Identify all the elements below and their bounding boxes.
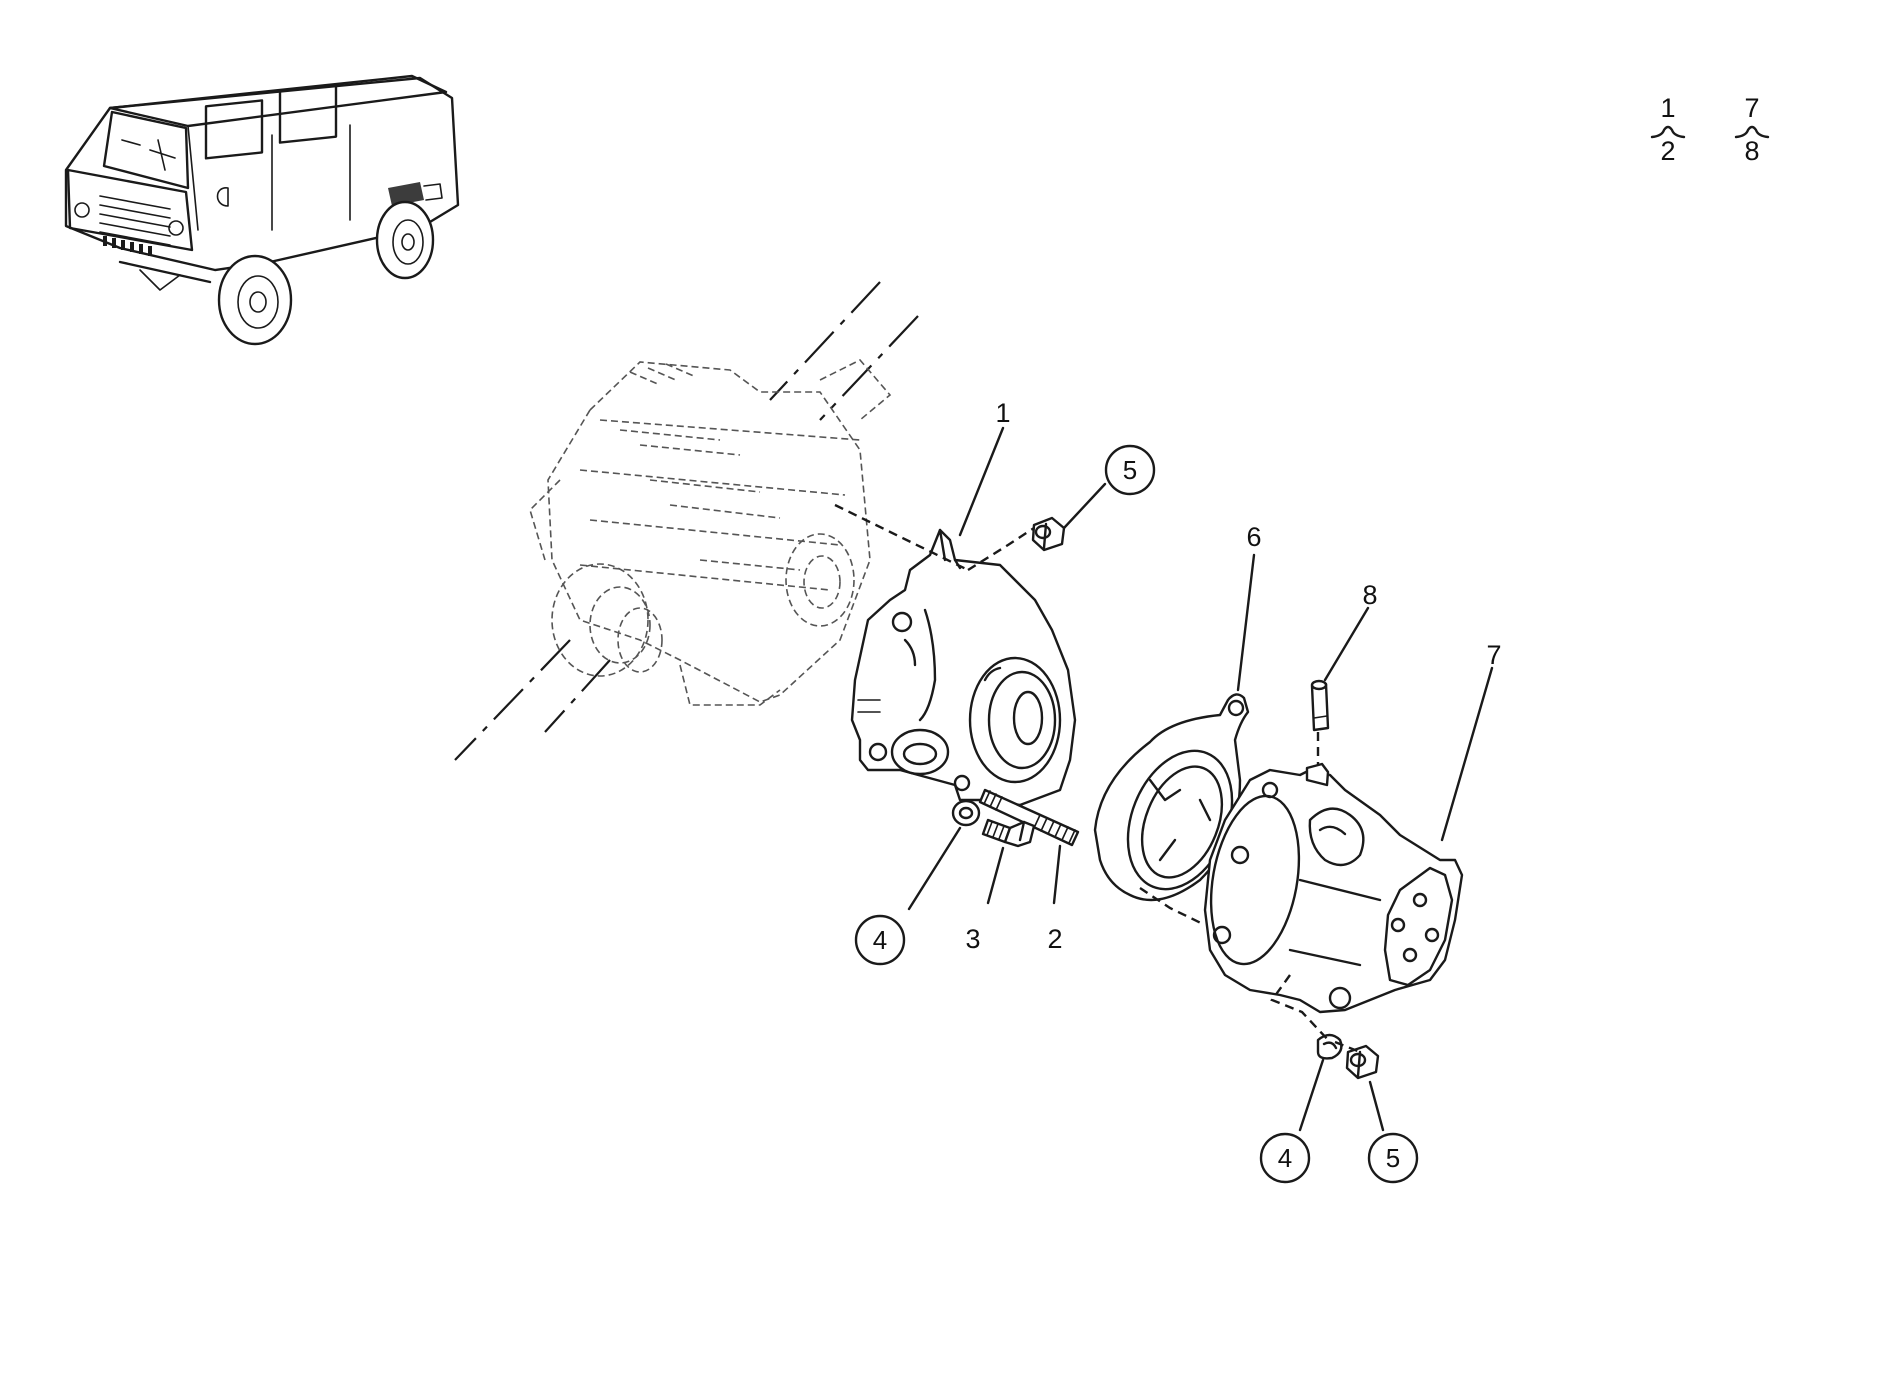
callout-labels: 1 6 8 7 3 2 5 4 4 5 [854, 398, 1502, 1184]
callout-4-upper: 4 [854, 914, 906, 966]
svg-text:5: 5 [1386, 1143, 1400, 1173]
assembly-dashed-lines [834, 503, 1361, 1054]
part-7-rear-housing [1203, 762, 1464, 1014]
part-8-pin [1310, 679, 1330, 732]
legend-group-2: 7 8 [1734, 93, 1770, 166]
part-4-washer-lower [1316, 1033, 1343, 1060]
part-4-washer-upper [951, 799, 981, 827]
legend-group-1: 1 2 [1650, 93, 1686, 166]
callout-8: 8 [1362, 580, 1377, 610]
part-1-adapter-housing [850, 528, 1077, 807]
legend-1-top: 1 [1660, 93, 1675, 123]
callout-3: 3 [965, 924, 980, 954]
svg-text:4: 4 [873, 925, 887, 955]
svg-text:5: 5 [1123, 455, 1137, 485]
callout-5-upper: 5 [1104, 444, 1156, 496]
legend-2-top: 7 [1744, 93, 1759, 123]
part-5-nut-lower [1345, 1044, 1380, 1080]
leader-lines [907, 426, 1494, 1132]
transfer-case-ghost [529, 359, 892, 706]
part-5-nut-upper [1031, 516, 1066, 552]
callout-4-lower: 4 [1259, 1132, 1311, 1184]
vehicle-thumbnail [64, 74, 460, 346]
legend-2-bottom: 8 [1744, 136, 1759, 166]
callout-5-lower: 5 [1367, 1132, 1419, 1184]
legend-1-bottom: 2 [1660, 136, 1675, 166]
callout-7: 7 [1486, 640, 1501, 670]
shaft-axis-lines [454, 281, 919, 761]
part-3-bolt [981, 818, 1036, 848]
callout-6: 6 [1246, 522, 1261, 552]
callout-2: 2 [1047, 924, 1062, 954]
callout-1: 1 [995, 398, 1010, 428]
svg-text:4: 4 [1278, 1143, 1292, 1173]
